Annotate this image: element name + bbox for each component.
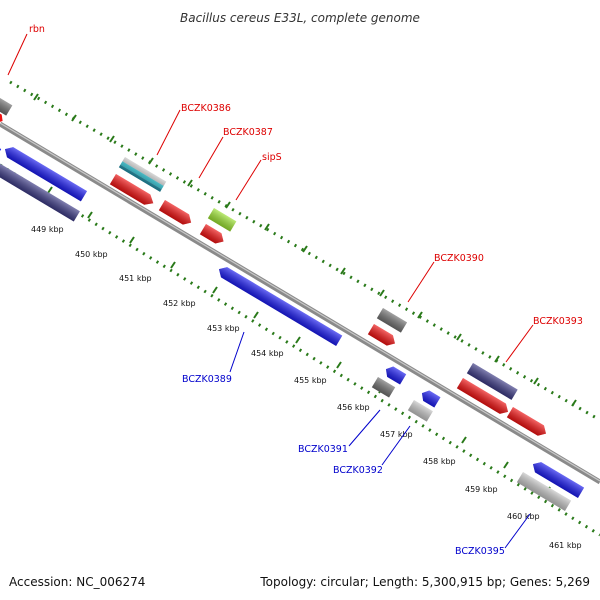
gene-label-BCZK0386[interactable]: BCZK0386 <box>181 103 231 114</box>
gene-label-BCZK0395[interactable]: BCZK0395 <box>455 546 505 557</box>
kbp-label: 454 kbp <box>251 349 284 358</box>
gene-sipS[interactable] <box>207 208 237 232</box>
gene-BCZK0392[interactable] <box>407 400 433 422</box>
gene-label-BCZK0392[interactable]: BCZK0392 <box>333 465 383 476</box>
kbp-label: 457 kbp <box>380 430 413 439</box>
gene-label-BCZK0393[interactable]: BCZK0393 <box>533 316 583 327</box>
kbp-label: 461 kbp <box>549 541 582 550</box>
kbp-label: 453 kbp <box>207 324 240 333</box>
gene-BCZK0389[interactable] <box>216 264 343 346</box>
gene-label-rbn[interactable]: rbn <box>29 24 45 35</box>
gene-red-sipS-b[interactable] <box>199 224 227 247</box>
gene-red-393c[interactable] <box>506 407 549 439</box>
topology-text: Topology: circular; Length: 5,300,915 bp… <box>259 575 590 589</box>
gene-red-390b[interactable] <box>367 324 398 349</box>
kbp-label: 458 kbp <box>423 457 456 466</box>
kbp-label: 451 kbp <box>119 274 152 283</box>
outer-major-ticks <box>33 93 577 407</box>
gene-gray-rbn[interactable] <box>0 92 13 116</box>
gene-label-sipS[interactable]: sipS <box>262 152 282 163</box>
kbp-label: 460 kbp <box>507 512 540 521</box>
gene-blue-left-partial[interactable] <box>0 146 2 158</box>
kbp-label: 456 kbp <box>337 403 370 412</box>
gene-BCZK0387[interactable] <box>158 200 194 228</box>
kbp-labels: 449 kbp 450 kbp 451 kbp 452 kbp 453 kbp … <box>31 225 582 550</box>
gene-red-393b[interactable] <box>456 378 511 417</box>
accession-text: Accession: NC_006274 <box>9 575 145 589</box>
kbp-label: 450 kbp <box>75 250 108 259</box>
map-title: Bacillus cereus E33L, complete genome <box>180 11 420 25</box>
gene-BCZK0391[interactable] <box>371 377 396 398</box>
gene-red-386b[interactable] <box>109 174 157 208</box>
gene-BCZK0393[interactable] <box>466 363 518 400</box>
gene-blue-left[interactable] <box>2 144 88 202</box>
kbp-label: 455 kbp <box>294 376 327 385</box>
gene-navy-left[interactable] <box>0 160 80 222</box>
callouts-top <box>7 33 534 363</box>
kbp-label: 452 kbp <box>163 299 196 308</box>
gene-blue-395a[interactable] <box>530 459 585 498</box>
outer-tick-track <box>9 80 600 422</box>
gene-blue-392a[interactable] <box>419 388 441 408</box>
gene-BCZK0390[interactable] <box>376 308 408 333</box>
gene-BCZK0395[interactable] <box>516 472 572 511</box>
callouts-bottom <box>229 331 531 549</box>
gene-label-BCZK0387[interactable]: BCZK0387 <box>223 127 273 138</box>
gene-label-BCZK0389[interactable]: BCZK0389 <box>182 374 232 385</box>
gene-blue-391a[interactable] <box>383 364 407 385</box>
gene-label-BCZK0390[interactable]: BCZK0390 <box>434 253 484 264</box>
kbp-label: 459 kbp <box>465 485 498 494</box>
gene-label-BCZK0391[interactable]: BCZK0391 <box>298 444 348 455</box>
kbp-label: 449 kbp <box>31 225 64 234</box>
inner-tick-track <box>0 163 600 537</box>
gene-BCZK0386[interactable] <box>118 157 167 192</box>
genome-backbone <box>0 121 600 485</box>
